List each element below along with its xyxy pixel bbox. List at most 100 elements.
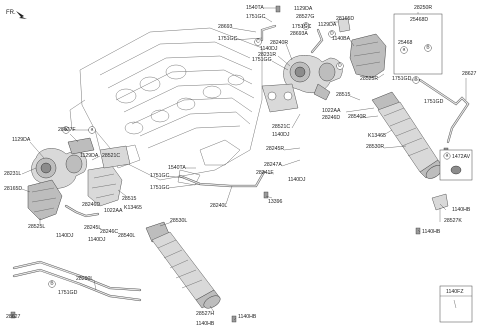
callout-b-1: B xyxy=(426,45,429,51)
label-1140dj-l: 1140DJ xyxy=(56,233,74,239)
label-1140dj-mid2: 1140DJ xyxy=(288,177,306,183)
label-1129da-l2: 1129DA xyxy=(80,153,99,159)
label-1140hb-b: 1140HB xyxy=(238,314,257,320)
label-28245l: 28245L xyxy=(84,225,101,231)
callout-c-2: C xyxy=(304,23,308,29)
fr-label: FR. xyxy=(6,10,16,16)
label-1129da-l: 1129DA xyxy=(12,137,31,143)
label-1140ba: 1140BA xyxy=(332,36,351,42)
callout-d-1: D xyxy=(330,31,334,37)
manifold-left xyxy=(87,165,123,207)
label-1751gc-top: 1751GC xyxy=(246,14,266,20)
label-28246d-top: 28246D xyxy=(322,115,340,121)
label-28165d-l: 28165D xyxy=(4,186,22,192)
catalytic-converter-right xyxy=(371,91,443,179)
labels: 1540TA 1751GC 28693 1129DA 28527G 1129DA… xyxy=(4,5,477,327)
label-k13465-l: K13465 xyxy=(124,205,142,211)
label-28240l: 28240L xyxy=(210,203,227,209)
label-1129da-r: 1129DA xyxy=(318,22,337,28)
label-28525l: 28525L xyxy=(28,224,45,230)
oil-pipe-right-top xyxy=(260,24,324,54)
legend-box-1140fz: 1140FZ xyxy=(439,285,473,323)
label-1540ta-top: 1540TA xyxy=(246,5,264,11)
gasket-left xyxy=(99,145,131,169)
label-28530l: 28530L xyxy=(170,218,187,224)
bracket-28527g xyxy=(337,17,351,33)
label-28693a: 28693A xyxy=(290,31,308,37)
callout-a-3: a xyxy=(65,128,68,133)
label-1022aa-l: 1022AA xyxy=(104,208,123,214)
fr-arrow-icon xyxy=(16,11,27,19)
label-28515-top: 28515 xyxy=(336,92,351,98)
callout-a-2: a xyxy=(91,128,94,133)
callout-b-2: B xyxy=(414,77,417,83)
leader-lines xyxy=(21,7,467,321)
label-1751gc-mid2: 1751GC xyxy=(150,185,170,191)
label-28231l: 28231L xyxy=(4,171,21,177)
turbocharger-left xyxy=(31,148,87,189)
label-1140hb-r2: 1140HB xyxy=(422,229,441,235)
engine-block xyxy=(69,27,263,186)
label-28246c: 28246C xyxy=(100,229,118,235)
coolant-pipe-left-28290l xyxy=(12,260,142,302)
label-1022aa-top: 1022AA xyxy=(322,108,341,114)
label-28527g: 28527G xyxy=(296,14,314,20)
label-28165d-top: 28165D xyxy=(336,16,354,22)
label-13396: 13396 xyxy=(268,199,283,205)
label-1751gd-r1: 1751GD xyxy=(392,76,412,82)
group-box-28250r xyxy=(393,13,443,75)
label-1472av: 1472AV xyxy=(452,154,471,160)
label-28246d-l: 28246D xyxy=(82,202,100,208)
bracket-28527k xyxy=(431,193,449,211)
label-28241f: 28241F xyxy=(256,170,274,176)
gasket-right xyxy=(261,83,299,113)
label-1751gd-r2: 1751GD xyxy=(424,99,444,105)
label-28240r: 28240R xyxy=(270,40,288,46)
heat-shield-left-top xyxy=(67,137,95,155)
heat-shield-left xyxy=(27,179,63,221)
label-28530r: 28530R xyxy=(366,144,384,150)
label-1751gg: 1751GG xyxy=(252,57,272,63)
label-1751gc-2: 1751GC xyxy=(292,24,312,30)
label-1140fz: 1140FZ xyxy=(446,289,464,295)
callout-b-3: B xyxy=(50,281,53,287)
label-28627-l: 28627 xyxy=(6,314,21,320)
label-28627f: 28627F xyxy=(58,127,76,133)
legend-box-1472av: a 1472AV xyxy=(439,149,473,181)
callout-c-1: C xyxy=(256,39,260,45)
catalytic-converter-left xyxy=(145,221,221,309)
label-1140hb-r: 1140HB xyxy=(452,207,471,213)
label-28627: 28627 xyxy=(462,71,477,77)
callout-a-1: a xyxy=(403,48,406,53)
turbocharger-right xyxy=(283,55,343,101)
label-28540l: 28540L xyxy=(118,233,135,239)
label-28245r: 28245R xyxy=(266,146,284,152)
label-28250r: 28250R xyxy=(414,5,432,11)
label-1540ta-mid: 1540TA xyxy=(168,165,186,171)
label-1140dj-top: 1140DJ xyxy=(260,46,278,52)
label-28247a: 28247A xyxy=(264,162,282,168)
label-1140dj-l2: 1140DJ xyxy=(88,237,106,243)
label-k13465-r: K13465 xyxy=(368,133,386,139)
label-28521c-top: 28521C xyxy=(272,124,290,130)
label-1751gc-3: 1751GC xyxy=(218,36,238,42)
label-28290l: 28290L xyxy=(76,276,93,282)
label-28525r: 28525R xyxy=(360,76,378,82)
oil-return-hose-left xyxy=(64,204,100,218)
label-28521c-l: 28521C xyxy=(102,153,120,159)
callout-d-2: D xyxy=(338,63,342,69)
label-1751gd-l: 1751GD xyxy=(58,290,78,296)
label-1751gc-mid: 1751GC xyxy=(150,173,170,179)
label-28515-l: 28515 xyxy=(122,196,137,202)
callout-a-label: a xyxy=(446,154,449,159)
label-1140dj-mid: 1140DJ xyxy=(272,132,290,138)
label-25468: 25468 xyxy=(398,40,413,46)
callouts: C C D D a B B B a a xyxy=(48,22,432,288)
label-1140hb-b2: 1140HB xyxy=(196,321,215,327)
label-28527h: 28527H xyxy=(196,311,214,317)
label-28231r: 28231R xyxy=(258,52,276,58)
label-28693: 28693 xyxy=(218,24,233,30)
oil-feed-pipe-left xyxy=(178,170,266,188)
label-28540r: 28540R xyxy=(348,114,366,120)
